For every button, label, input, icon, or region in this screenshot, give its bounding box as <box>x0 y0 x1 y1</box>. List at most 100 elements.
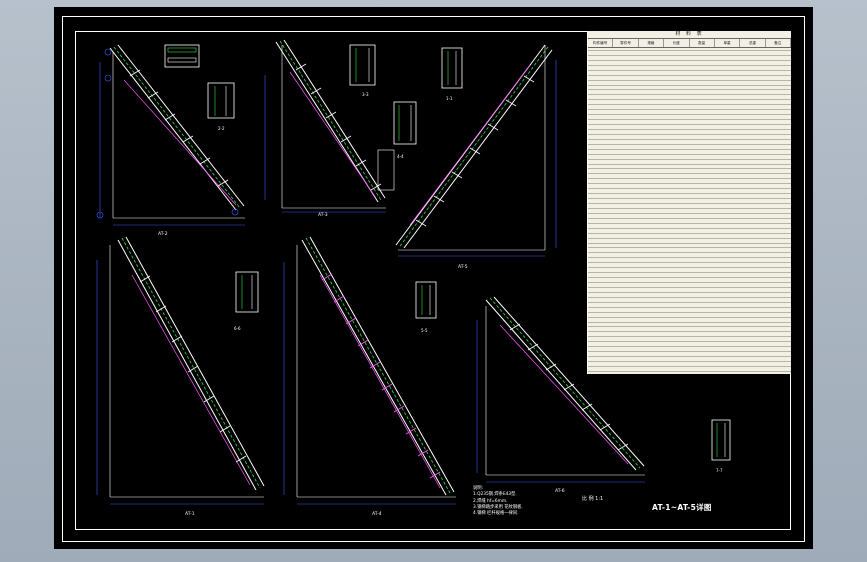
table-row <box>588 342 791 348</box>
label-at2: AT-2 <box>158 231 168 237</box>
section-5-5 <box>415 281 437 319</box>
table-row <box>588 199 791 204</box>
stair-view-at5 <box>395 44 557 257</box>
table-row <box>588 204 791 209</box>
table-row <box>588 278 791 283</box>
table-row <box>588 81 791 86</box>
table-row <box>588 46 791 51</box>
stair-view-at2 <box>96 44 245 226</box>
drawing-border-outer <box>62 16 805 542</box>
label-at6: AT-6 <box>555 488 565 494</box>
table-row <box>588 145 791 150</box>
table-row <box>588 234 791 239</box>
label-7-7: 7-7 <box>716 468 723 473</box>
label-1-1-top: 1-1 <box>446 96 453 101</box>
stair-view-at4 <box>283 236 456 505</box>
table-row <box>588 90 791 96</box>
material-table-header: 构件编号 零件号 规格 长度 数量 单重 总重 备注 <box>588 39 791 48</box>
section-6-6 <box>235 271 259 313</box>
table-row <box>588 293 791 298</box>
drawing-notes: 说明: 1.Q235钢.焊条E43型. 2.焊缝 hf=6mm. 3.钢梯踏步采… <box>473 486 523 517</box>
label-at3: AT-3 <box>318 212 328 218</box>
table-row <box>588 229 791 234</box>
table-row <box>588 130 791 135</box>
table-row <box>588 105 791 111</box>
table-row <box>588 95 791 101</box>
label-at5: AT-5 <box>458 264 468 270</box>
table-row <box>588 323 791 328</box>
table-row <box>588 362 791 367</box>
table-row <box>588 174 791 180</box>
table-row <box>588 244 791 249</box>
table-row <box>588 209 791 214</box>
table-row <box>588 288 791 293</box>
table-row <box>588 332 791 338</box>
table-row <box>588 263 791 269</box>
section-4-4 <box>393 101 417 145</box>
note-line: 2.焊缝 hf=6mm. <box>473 498 508 504</box>
table-row <box>588 214 791 219</box>
table-row <box>588 56 791 61</box>
table-row <box>588 189 791 195</box>
table-row <box>588 165 791 170</box>
material-table-title: 材 料 表 <box>588 31 791 39</box>
col-part-group: 构件编号 <box>588 39 614 47</box>
table-row <box>588 100 791 106</box>
scale-label: 比 例 1:1 <box>582 496 604 502</box>
table-row <box>588 86 791 91</box>
col-unit-weight: 单重 <box>715 39 741 47</box>
table-row <box>588 61 791 66</box>
table-row <box>588 155 791 160</box>
table-row <box>588 160 791 165</box>
table-row <box>588 352 791 358</box>
table-row <box>588 268 791 274</box>
stair-view-at3 <box>264 39 395 213</box>
material-table[interactable]: 材 料 表 构件编号 零件号 规格 长度 数量 单重 总重 备注 <box>587 31 791 374</box>
table-row <box>588 308 791 313</box>
label-6-6: 6-6 <box>234 326 241 331</box>
label-5-5: 5-5 <box>421 328 428 333</box>
table-row <box>588 194 791 200</box>
note-line: 4.钢梯 栏杆规格一律同. <box>473 511 519 517</box>
col-length: 长度 <box>664 39 690 47</box>
label-2-2: 2-2 <box>218 126 225 131</box>
table-row <box>588 150 791 155</box>
table-row <box>588 337 791 343</box>
table-row <box>588 51 791 56</box>
label-3-3: 3-3 <box>362 92 369 97</box>
table-row <box>588 115 791 121</box>
table-row <box>588 169 791 175</box>
table-row <box>588 357 791 362</box>
section-3-3 <box>349 44 376 86</box>
col-remark: 备注 <box>766 39 791 47</box>
section-1-1-top <box>441 47 463 89</box>
table-row <box>588 184 791 190</box>
note-line: 1.Q235钢.焊条E43型. <box>473 492 517 498</box>
table-row <box>588 110 791 116</box>
col-part-no: 零件号 <box>613 39 639 47</box>
table-row <box>588 273 791 279</box>
label-at1: AT-1 <box>185 511 195 517</box>
table-row <box>588 219 791 224</box>
stair-view-at6 <box>476 296 645 483</box>
table-row <box>588 318 791 323</box>
table-row <box>588 313 791 318</box>
table-row <box>588 71 791 76</box>
table-row <box>588 66 791 71</box>
table-row <box>588 120 791 125</box>
table-row <box>588 125 791 130</box>
table-row <box>588 298 791 303</box>
table-row <box>588 140 791 145</box>
table-row <box>588 179 791 185</box>
table-row <box>588 347 791 353</box>
table-row <box>588 135 791 140</box>
table-row <box>588 248 791 254</box>
table-row <box>588 367 791 372</box>
table-row <box>588 258 791 264</box>
table-row <box>588 76 791 81</box>
label-4-4: 4-4 <box>397 154 404 159</box>
stair-view-at1 <box>96 236 265 505</box>
table-row <box>588 303 791 308</box>
col-total-weight: 总重 <box>740 39 766 47</box>
